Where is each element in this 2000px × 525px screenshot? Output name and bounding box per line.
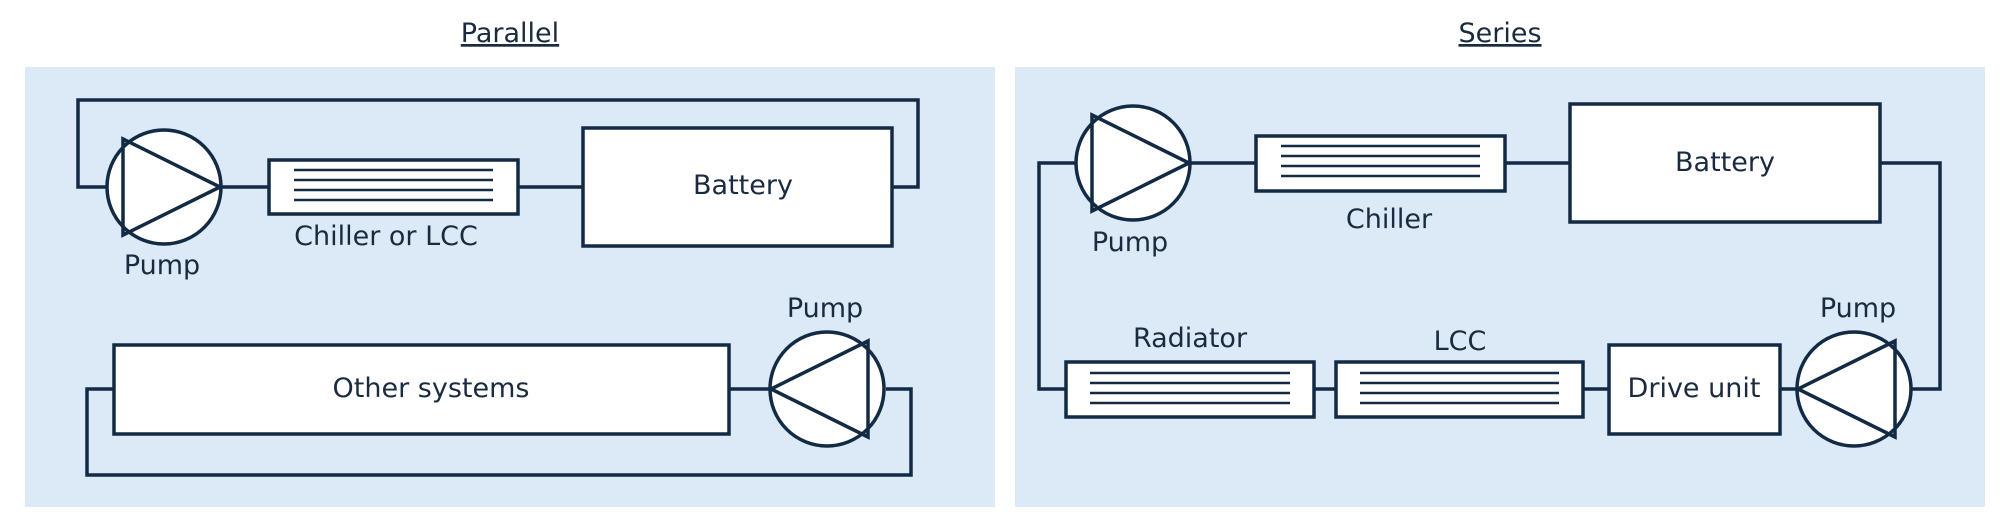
series-drive-unit-box <box>1607 343 1782 436</box>
parallel-pump-bottom-label: Pump <box>787 293 863 324</box>
pump-triangle-icon <box>1090 112 1193 214</box>
series-chiller-label: Chiller <box>1346 204 1433 235</box>
parallel-chiller <box>267 158 520 216</box>
pump-triangle-icon <box>121 136 224 238</box>
series-drive-unit-label: Drive unit <box>1628 373 1761 404</box>
series-chiller <box>1254 134 1507 193</box>
series-pump-top-label: Pump <box>1092 227 1168 258</box>
parallel-pump-bottom <box>767 330 886 448</box>
series-pump-top <box>1074 104 1193 222</box>
parallel-other-systems-box <box>112 343 731 436</box>
chiller-box <box>267 158 520 216</box>
series-battery-label: Battery <box>1675 147 1775 178</box>
parallel-panel: Parallel Pump Chiller or LCC Battery Oth… <box>25 18 995 507</box>
chiller-box <box>1254 134 1507 193</box>
series-panel: Series Pump Chiller Battery <box>1015 18 1985 507</box>
parallel-top-loop-pipe <box>76 98 920 189</box>
parallel-battery-label: Battery <box>693 170 793 201</box>
series-battery-box <box>1568 102 1882 224</box>
parallel-battery-box <box>581 126 894 248</box>
parallel-bottom-loop-pipe <box>85 387 913 477</box>
series-radiator-label: Radiator <box>1133 323 1248 354</box>
series-pump-bottom <box>1794 330 1913 448</box>
series-right-pipe <box>1880 161 1942 391</box>
series-radiator <box>1064 360 1316 419</box>
radiator-box <box>1064 360 1316 419</box>
series-left-pipe <box>1037 161 1076 391</box>
parallel-pump-top-label: Pump <box>124 250 200 281</box>
series-pump-bottom-label: Pump <box>1820 293 1896 324</box>
parallel-chiller-label: Chiller or LCC <box>294 221 478 252</box>
lcc-box <box>1334 360 1585 419</box>
pump-triangle-icon <box>767 338 870 440</box>
parallel-other-systems-label: Other systems <box>333 373 530 404</box>
parallel-title: Parallel <box>461 18 559 49</box>
parallel-pump-top <box>105 128 224 246</box>
series-lcc <box>1334 360 1585 419</box>
pump-triangle-icon <box>1794 338 1897 440</box>
series-title: Series <box>1458 18 1541 49</box>
series-lcc-label: LCC <box>1434 326 1487 357</box>
